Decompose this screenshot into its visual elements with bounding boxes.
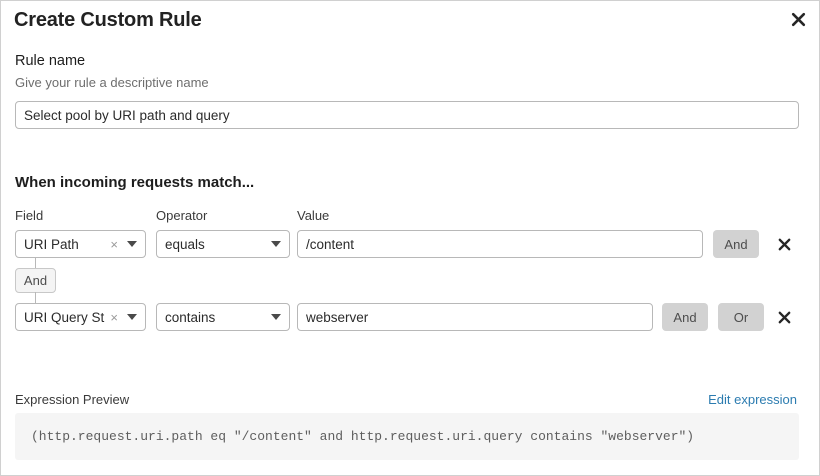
column-header-operator: Operator (156, 208, 208, 223)
field-select-row-1-label: URI Path (24, 236, 79, 252)
rule-name-label: Rule name (15, 53, 86, 69)
operator-select-row-1-label: equals (165, 236, 205, 252)
clear-icon[interactable]: × (110, 309, 118, 325)
value-input-row-1[interactable] (297, 230, 703, 258)
chevron-down-icon (123, 241, 145, 247)
operator-select-row-1[interactable]: equals (156, 230, 290, 258)
column-header-value: Value (297, 208, 330, 223)
conditions-heading: When incoming requests match... (15, 174, 255, 191)
field-select-row-2-label: URI Query St... (24, 309, 105, 325)
page-title: Create Custom Rule (14, 9, 202, 31)
chevron-down-icon (123, 314, 145, 320)
edit-expression-link[interactable]: Edit expression (708, 392, 797, 407)
clear-icon[interactable]: × (110, 236, 118, 252)
field-select-row-2[interactable]: URI Query St... × (15, 303, 146, 331)
field-select-row-1[interactable]: URI Path × (15, 230, 146, 258)
connector-line-bottom (35, 292, 36, 303)
and-button-row-2[interactable]: And (662, 303, 708, 331)
operator-select-row-2[interactable]: contains (156, 303, 290, 331)
delete-row-1-icon[interactable] (775, 235, 793, 253)
or-button-row-2[interactable]: Or (718, 303, 764, 331)
expression-preview-label: Expression Preview (15, 392, 130, 407)
expression-preview-box: (http.request.uri.path eq "/content" and… (15, 413, 799, 460)
logic-connector-and[interactable]: And (15, 268, 56, 293)
close-icon[interactable] (787, 8, 809, 30)
column-header-field: Field (15, 208, 44, 223)
chevron-down-icon (267, 241, 289, 247)
operator-select-row-2-label: contains (165, 309, 216, 325)
rule-name-helper-text: Give your rule a descriptive name (15, 75, 209, 90)
delete-row-2-icon[interactable] (775, 308, 793, 326)
expression-code: (http.request.uri.path eq "/content" and… (31, 429, 695, 444)
value-input-row-2[interactable] (297, 303, 653, 331)
connector-line-top (35, 258, 36, 270)
chevron-down-icon (267, 314, 289, 320)
rule-name-input[interactable] (15, 101, 799, 129)
and-button-row-1[interactable]: And (713, 230, 759, 258)
